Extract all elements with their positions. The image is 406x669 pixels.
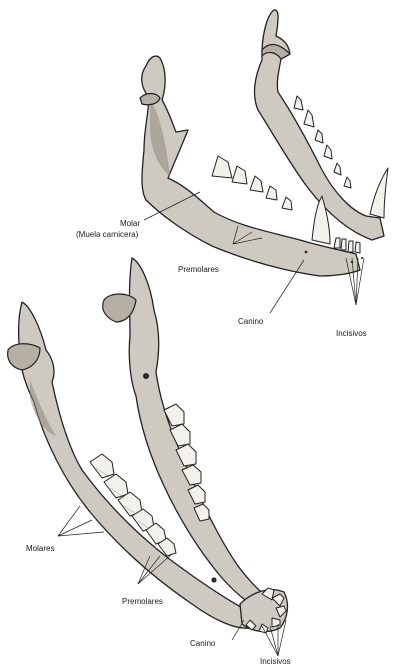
label-molar: Molar	[120, 219, 140, 228]
label-premolars-bottom: Premolares	[122, 597, 163, 606]
herbivore-right-mandible	[103, 258, 272, 612]
label-incisors-top: Incisivos	[336, 329, 367, 338]
herbivore-jaw-drawing	[8, 258, 288, 633]
label-incisors-bottom: Incisivos	[260, 657, 291, 666]
carnivore-near-mandible	[140, 56, 363, 276]
label-molars-bottom: Molares	[26, 544, 54, 553]
label-molar-note: (Muela carnicera)	[76, 230, 139, 239]
carnassial-tooth	[212, 156, 232, 178]
label-premolars-top: Premolares	[178, 265, 219, 274]
label-canine-top: Canino	[238, 317, 264, 326]
carnivore-jaw-drawing	[140, 10, 388, 276]
label-canine-bottom: Canino	[190, 639, 216, 648]
